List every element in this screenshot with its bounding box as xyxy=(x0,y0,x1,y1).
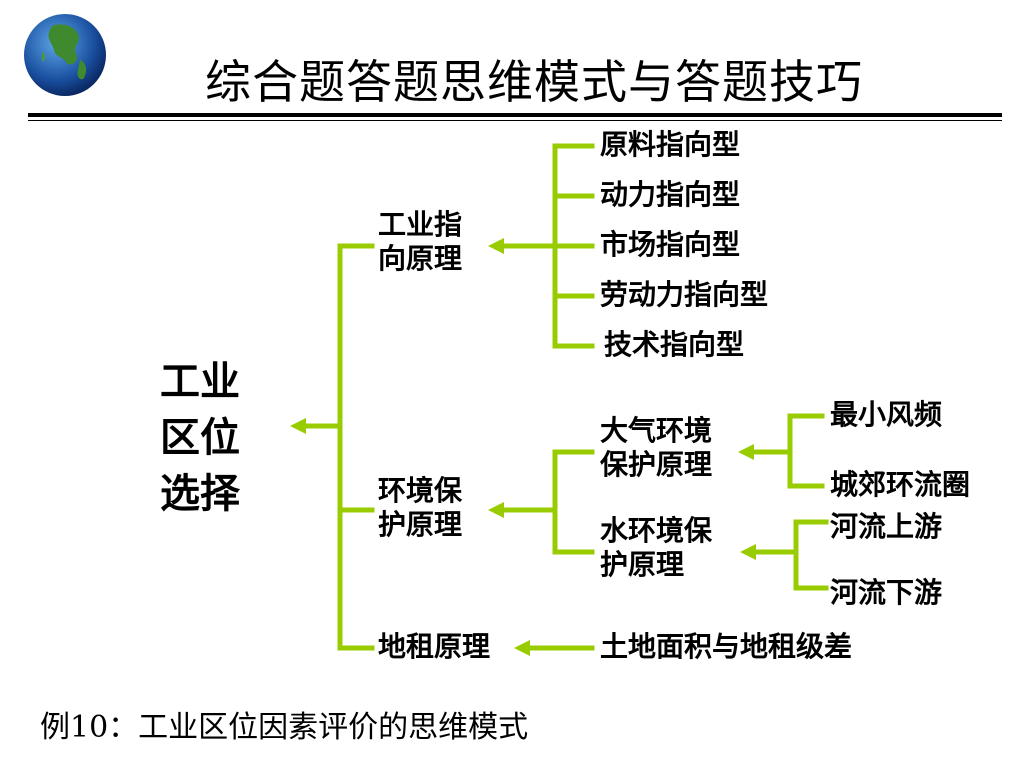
env-air-line-1: 大气环境 xyxy=(600,414,713,447)
air-item: 最小风频 xyxy=(830,398,943,431)
globe-icon xyxy=(24,14,106,96)
branch-environment: 环境保 护原理 xyxy=(378,474,462,542)
industry-type-item: 劳动力指向型 xyxy=(600,278,769,311)
rent-item: 土地面积与地租级差 xyxy=(600,630,853,663)
page-title: 综合题答题思维模式与答题技巧 xyxy=(205,55,863,109)
root-line-2: 区位 xyxy=(160,415,240,461)
env-air-line-2: 保护原理 xyxy=(600,448,713,481)
env-water-line-2: 护原理 xyxy=(600,548,685,581)
water-item: 河流下游 xyxy=(830,576,943,609)
industry-type-item: 技术指向型 xyxy=(604,328,745,361)
branch-industry: 工业指 向原理 xyxy=(378,208,462,276)
branch-industry-line-1: 工业指 xyxy=(378,208,463,241)
title-divider-thick xyxy=(28,113,1002,117)
branch-rent: 地租原理 xyxy=(378,630,491,663)
env-water-line-1: 水环境保 xyxy=(600,514,713,547)
industry-type-item: 动力指向型 xyxy=(600,178,741,211)
root-line-3: 选择 xyxy=(160,471,240,517)
example-caption: 例10：工业区位因素评价的思维模式 xyxy=(40,710,529,745)
root-line-1: 工业 xyxy=(160,359,240,405)
air-item: 城郊环流圈 xyxy=(830,468,971,501)
env-air-node: 大气环境 保护原理 xyxy=(600,414,712,482)
branch-environment-line-2: 护原理 xyxy=(378,508,463,541)
industry-type-item: 市场指向型 xyxy=(600,228,741,261)
root-node: 工业 区位 选择 xyxy=(160,354,250,522)
branch-environment-line-1: 环境保 xyxy=(378,474,463,507)
title-divider-thin xyxy=(28,120,1002,121)
branch-industry-line-2: 向原理 xyxy=(378,242,463,275)
env-water-node: 水环境保 护原理 xyxy=(600,514,712,582)
water-item: 河流上游 xyxy=(830,510,943,543)
industry-type-item: 原料指向型 xyxy=(600,128,741,161)
